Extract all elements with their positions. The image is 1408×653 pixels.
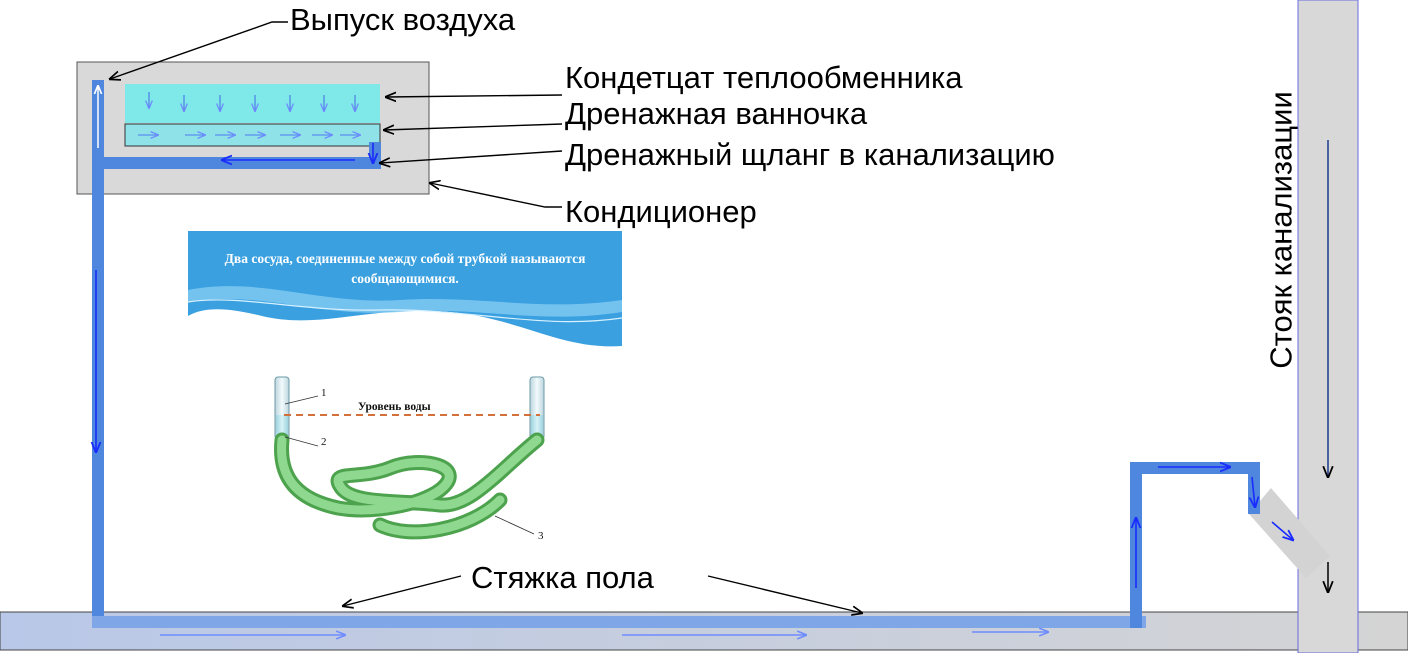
marker-3: 3: [538, 530, 544, 542]
air-conditioner-label: Кондиционер: [565, 194, 757, 229]
drain-pipe: [92, 80, 1260, 628]
inset-banner: [187, 231, 623, 347]
sewer-riser-label: Стояк канализации: [1263, 91, 1299, 369]
leader-arrows: [110, 21, 862, 613]
condensate-drip-arrows: [149, 92, 355, 111]
heat-exchanger-condensate: [125, 84, 380, 123]
floor-screed-label: Стяжка пола: [471, 560, 654, 595]
condensate-label: Кондетцат теплообменника: [565, 60, 963, 95]
communicating-vessels: [274, 376, 545, 540]
drain-tray-label: Дренажная ванночка: [565, 96, 868, 131]
marker-1: 1: [321, 387, 327, 399]
marker-2: 2: [321, 436, 327, 448]
inset-banner-text: Два сосуда, соединенные между собой труб…: [224, 251, 586, 286]
floor-flow-arrows: [160, 632, 1048, 635]
pipe-flow-arrows: [96, 143, 1293, 588]
air-release-label: Выпуск воздуха: [290, 2, 516, 37]
water-level-label: Уровень воды: [358, 401, 431, 413]
inset-banner-box: Два сосуда, соединенные между собой труб…: [188, 231, 622, 349]
drain-hose-label: Дренажный щланг в канализацию: [565, 137, 1055, 172]
